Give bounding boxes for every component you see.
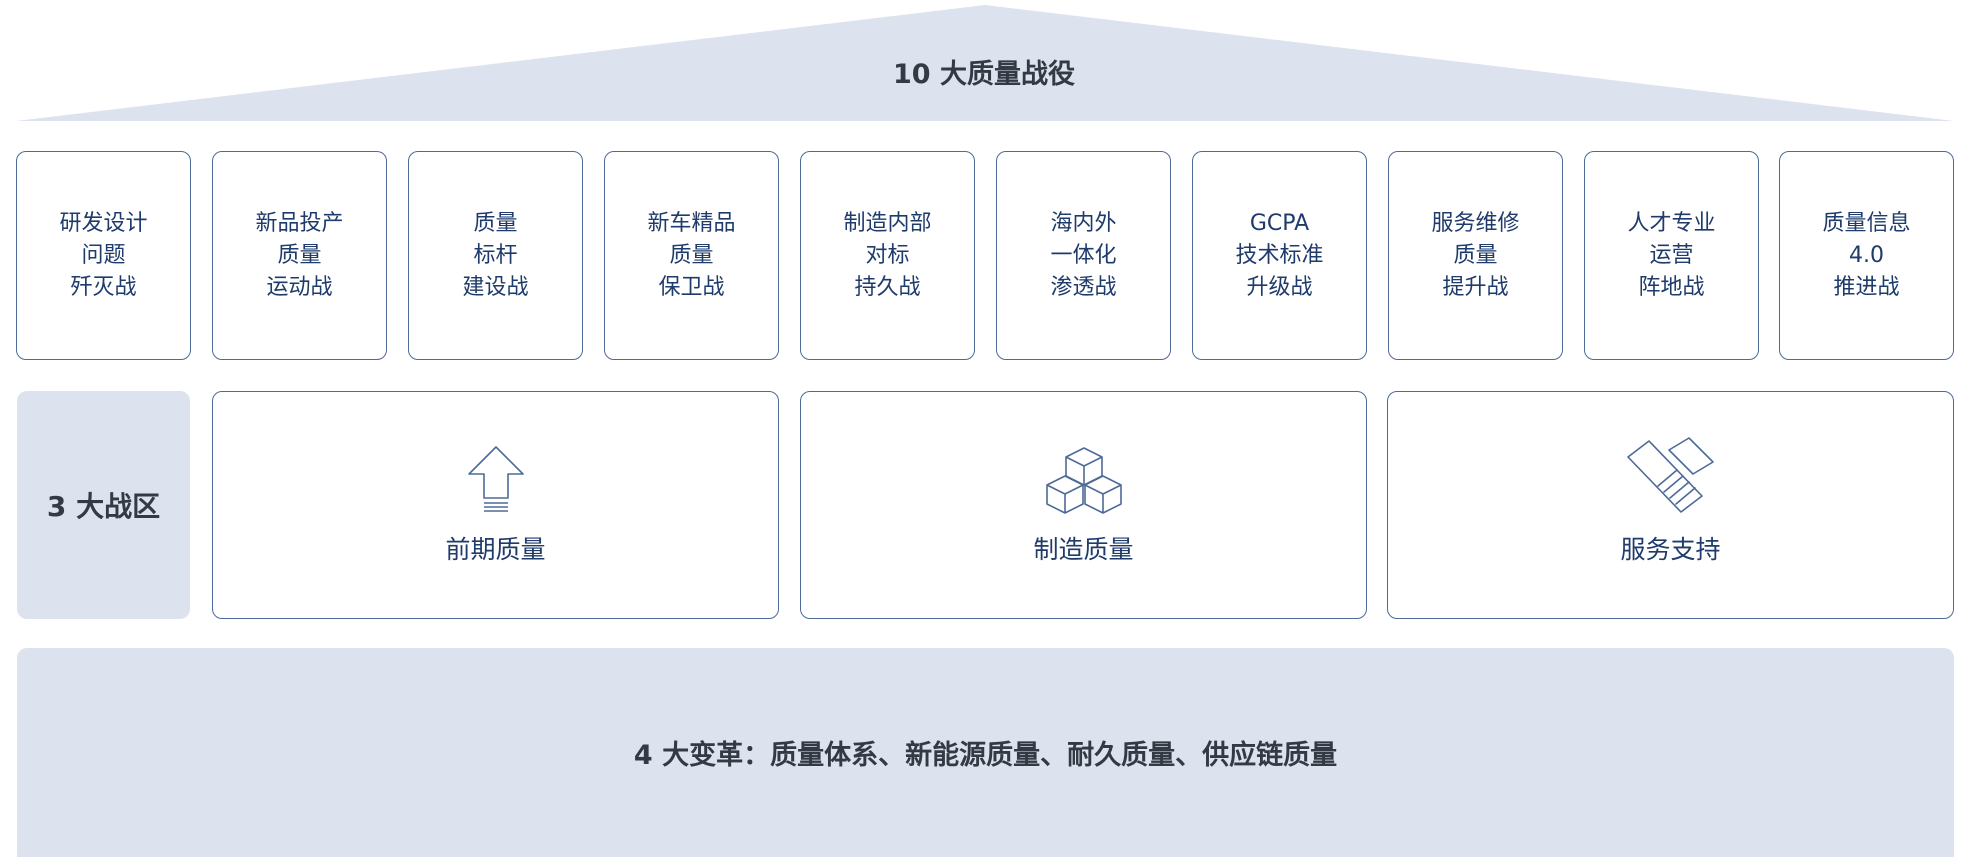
battle-line: 质量信息	[1822, 210, 1911, 236]
battle-line: 4.0	[1849, 242, 1884, 268]
battle-line: 一体化	[1050, 242, 1117, 268]
battle-line: 质量	[1453, 242, 1498, 268]
battles-row: 研发设计 问题 歼灭战 新品投产 质量 运动战 质量 标杆 建设战 新车精品 质…	[16, 151, 1954, 362]
zone-card-early-quality: 前期质量	[212, 391, 779, 619]
battle-line: 研发设计	[59, 210, 148, 236]
battle-line: 质量	[669, 242, 714, 268]
battle-line: 新品投产	[255, 210, 344, 236]
battle-line: 人才专业	[1627, 210, 1716, 236]
battle-card: 质量 标杆 建设战	[408, 151, 583, 360]
battle-line: 标杆	[473, 242, 518, 268]
zones-label: 3 大战区	[46, 490, 161, 523]
zone-card-manufacturing-quality: 制造质量	[800, 391, 1367, 619]
battle-line: 渗透战	[1050, 274, 1117, 300]
battle-card: 研发设计 问题 歼灭战	[16, 151, 191, 360]
battle-line: 运动战	[266, 274, 333, 300]
battle-line: 新车精品	[647, 210, 736, 236]
battle-line: 问题	[81, 242, 126, 268]
battle-card: 新车精品 质量 保卫战	[604, 151, 779, 360]
cubes-icon	[1046, 447, 1122, 514]
battle-line: 推进战	[1833, 274, 1900, 300]
battle-line: 歼灭战	[70, 274, 137, 300]
battle-line: 制造内部	[843, 210, 932, 236]
zone-name: 前期质量	[445, 535, 546, 564]
battle-line: 运营	[1649, 242, 1694, 268]
reform-foundation: 4 大变革：质量体系、新能源质量、耐久质量、供应链质量	[17, 648, 1954, 857]
battle-line: 阵地战	[1638, 274, 1705, 300]
battle-card: 海内外 一体化 渗透战	[996, 151, 1171, 360]
battle-line: 海内外	[1050, 210, 1117, 236]
battle-line: 建设战	[462, 274, 529, 300]
roof-shape	[16, 5, 1954, 121]
battle-line: 服务维修	[1431, 210, 1520, 236]
battle-line: 质量	[277, 242, 322, 268]
battle-line: 技术标准	[1235, 242, 1324, 268]
zone-card-service-support: 服务支持	[1387, 391, 1954, 619]
battle-line: GCPA	[1249, 210, 1310, 236]
battle-line: 持久战	[854, 274, 921, 300]
battle-line: 保卫战	[658, 274, 725, 300]
battle-card: GCPA 技术标准 升级战	[1192, 151, 1367, 360]
handshake-icon	[1627, 437, 1714, 513]
roof-title: 10 大质量战役	[893, 59, 1075, 90]
battle-line: 提升战	[1442, 274, 1509, 300]
battle-card: 新品投产 质量 运动战	[212, 151, 387, 360]
battle-card: 制造内部 对标 持久战	[800, 151, 975, 360]
battle-line: 升级战	[1246, 274, 1313, 300]
zone-name: 服务支持	[1620, 535, 1721, 564]
battle-line: 对标	[865, 242, 910, 268]
zones-label-box: 3 大战区	[17, 391, 190, 619]
arrow-up-icon	[468, 446, 524, 512]
zone-name: 制造质量	[1033, 535, 1134, 564]
battle-card: 质量信息 4.0 推进战	[1779, 151, 1954, 360]
battle-card: 人才专业 运营 阵地战	[1584, 151, 1759, 360]
reform-text: 4 大变革：质量体系、新能源质量、耐久质量、供应链质量	[633, 740, 1338, 771]
battle-card: 服务维修 质量 提升战	[1388, 151, 1563, 360]
battle-line: 质量	[473, 210, 518, 236]
